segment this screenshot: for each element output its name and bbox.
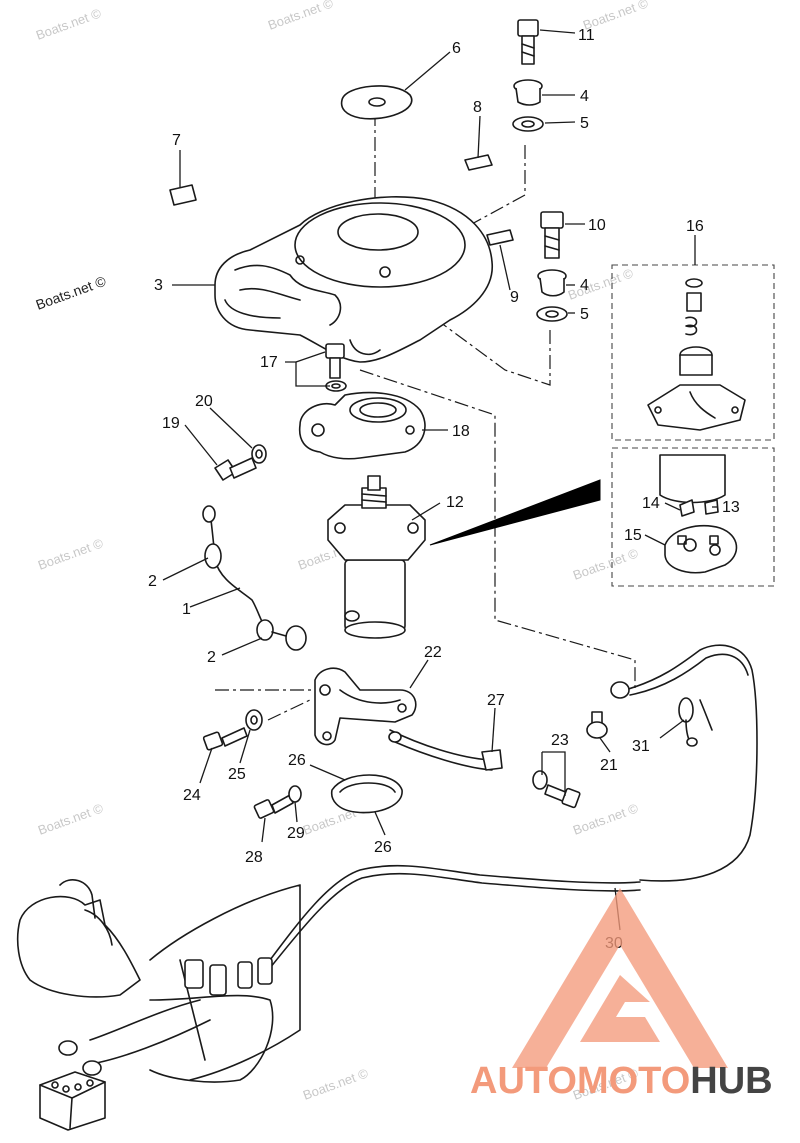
detail-pointer <box>429 479 601 546</box>
part-label: 29 <box>287 825 305 842</box>
part-4-collar-lower <box>537 269 567 297</box>
watermark-text-primary: Boats.net © <box>34 272 109 312</box>
part-label: 16 <box>686 218 704 235</box>
remote-control-box <box>16 879 141 998</box>
part-25-washer <box>245 709 263 731</box>
logo-text-hub: HUB <box>690 1060 772 1102</box>
watermark-text: Boats.net © <box>36 535 106 573</box>
part-label: 5 <box>580 306 589 323</box>
part-label: 18 <box>452 423 470 440</box>
part-28-bolt <box>253 794 294 819</box>
part-26-band <box>330 774 403 814</box>
part-6-gasket <box>340 85 413 120</box>
assembly-guide-lines <box>215 112 636 721</box>
part-label: 6 <box>452 40 461 57</box>
part-label: 21 <box>600 757 618 774</box>
part-label: 26 <box>374 839 392 856</box>
watermark-text: Boats.net © <box>571 545 641 583</box>
part-label: 15 <box>624 527 642 544</box>
part-label: 7 <box>172 132 181 149</box>
part-label: 9 <box>510 289 519 306</box>
part-4-collar <box>513 79 543 106</box>
part-17-bolt <box>325 343 347 392</box>
part-29-washer <box>288 785 302 803</box>
part-20-washer <box>251 444 267 464</box>
part-label: 11 <box>578 27 595 44</box>
part-label: 13 <box>722 499 740 516</box>
battery <box>39 1071 106 1131</box>
part-label: 5 <box>580 115 589 132</box>
part-label: 4 <box>580 88 589 105</box>
part-label: 27 <box>487 692 505 709</box>
part-label: 2 <box>148 573 157 590</box>
part-label: 14 <box>642 495 660 512</box>
part-1-cable <box>202 505 307 651</box>
watermark-text: Boats.net © <box>266 0 336 33</box>
part-label: 2 <box>207 649 216 666</box>
part-12-starter-motor <box>327 475 426 639</box>
part-label: 23 <box>551 732 569 749</box>
part-label: 10 <box>588 217 606 234</box>
part-31-harness <box>610 644 758 882</box>
part-5-washer-lower <box>536 306 568 322</box>
part-label: 25 <box>228 766 246 783</box>
brush-detail-box <box>611 447 775 587</box>
part-23-bolt <box>532 770 581 809</box>
part-label: 22 <box>424 644 442 661</box>
watermark-text: Boats.net © <box>36 800 106 838</box>
leader-lines <box>162 29 718 931</box>
part-5-washer <box>512 116 544 132</box>
part-label: 17 <box>260 354 278 371</box>
part-18-bracket <box>298 391 426 460</box>
brand-logo: AUTOMOTOHUB <box>470 888 773 1102</box>
part-10-bolt <box>540 211 564 259</box>
logo-text: AUTOMOTOHUB <box>470 1060 773 1102</box>
watermark-text: Boats.net © <box>301 1065 371 1103</box>
part-22-bracket <box>314 667 417 746</box>
logo-triangle-inner <box>580 975 660 1042</box>
part-27-strap <box>388 729 503 771</box>
part-3-flywheel-cover <box>214 196 493 363</box>
part-24-bolt <box>202 727 248 751</box>
part-label: 19 <box>162 415 180 432</box>
part-label: 3 <box>154 277 163 294</box>
part-21-bolt <box>586 711 608 739</box>
part-label: 20 <box>195 393 213 410</box>
part-8-plate <box>464 154 493 171</box>
part-11-bolt <box>517 19 539 65</box>
part-label: 4 <box>580 277 589 294</box>
logo-text-automoto: AUTOMOTO <box>470 1060 690 1102</box>
engine-block <box>58 884 301 1083</box>
part-label: 24 <box>183 787 201 804</box>
watermark-text: Boats.net © <box>571 800 641 838</box>
watermark-text: Boats.net © <box>566 265 636 303</box>
part-19-bolt <box>214 457 257 481</box>
logo-triangle-outer <box>512 888 728 1068</box>
part-numbers: 11 6 4 5 8 7 3 10 4 5 9 16 17 18 19 20 1… <box>148 27 740 952</box>
part-label: 1 <box>182 601 191 618</box>
part-9-plate <box>486 229 514 246</box>
part-30-main-cable <box>269 864 641 969</box>
part-label: 12 <box>446 494 464 511</box>
part-16-pinion-assembly <box>611 264 775 441</box>
watermark-text: Boats.net © <box>34 5 104 43</box>
part-label: 26 <box>288 752 306 769</box>
part-7-plate <box>169 184 197 206</box>
part-label: 8 <box>473 99 482 116</box>
part-label: 31 <box>632 738 650 755</box>
part-label: 28 <box>245 849 263 866</box>
